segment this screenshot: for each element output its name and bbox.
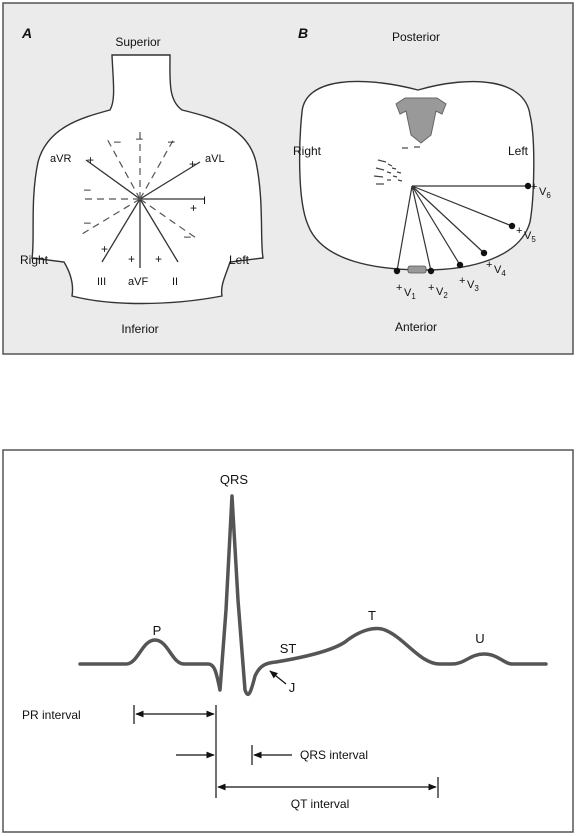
axis-ii [139,198,179,263]
label-right-b: Right [293,144,322,158]
sign-v6-plus: + [531,181,537,193]
lead-label-avl: aVL [205,153,225,165]
figure-b: B Posterior [293,25,551,334]
panel-label-a: A [21,25,32,41]
axis-v4 [411,185,485,254]
precordial-lead-axes [396,185,528,272]
lead-label-v5: V5 [524,230,536,244]
posterior-dash-marks [373,146,420,185]
lead-label-ii: II [172,276,178,288]
figure-a: A Superior aVR aVL I III aVF II [20,25,264,336]
wave-label-st: ST [280,641,297,656]
electrode-v5 [508,222,516,230]
wave-label-j: J [289,680,296,695]
sign-avf-plus: + [128,252,135,266]
axis-avr [85,159,141,200]
axis-v1 [396,185,413,272]
negative-lead-axes [80,132,197,239]
wave-labels: QRS P ST T U J [153,472,485,695]
label-right-a: Right [20,253,49,267]
sternum [407,265,427,274]
precordial-labels: + V1 + V2 + V3 + V4 + V5 + V6 [396,181,551,301]
lead-label-v4: V4 [494,264,506,278]
panel-label-b: B [298,25,308,41]
lead-axes-panel: A Superior aVR aVL I III aVF II [2,2,574,355]
label-left-a: Left [229,253,250,267]
sign-minus-top-center: – [136,131,143,145]
sign-v4-plus: + [486,259,492,271]
sign-v5-plus: + [516,225,522,237]
sign-minus-left: – [84,182,91,196]
sign-v2-plus: + [428,282,434,294]
axis-iii [101,198,141,263]
sign-minus-lower-right: – [184,229,191,243]
ecg-trace [78,494,548,697]
qrs-interval-label: QRS interval [300,748,368,762]
spine-vertebra [395,97,447,144]
lead-label-v1: V1 [404,287,416,301]
axis-v2 [411,185,432,272]
electrode-v2 [427,267,435,275]
axis-v5 [411,185,513,227]
label-inferior: Inferior [121,322,158,336]
ecg-waveform-panel: QRS P ST T U J PR interval QRS interval … [2,449,574,833]
sign-ii-plus: + [155,252,162,266]
lead-label-avr: aVR [50,153,71,165]
label-posterior: Posterior [392,30,440,44]
chest-cross-section [298,80,535,271]
axis-v3 [411,185,461,266]
lead-label-i: I [203,195,206,207]
sign-avr-plus: + [87,153,94,167]
wave-label-qrs: QRS [220,472,249,487]
interval-reference-ticks [133,705,439,798]
torso-outline [31,54,264,305]
wave-label-u: U [475,631,484,646]
lead-label-avf: aVF [128,276,148,288]
wave-label-t: T [368,608,376,623]
electrode-v1 [393,267,401,275]
j-point-arrow [269,670,287,685]
limb-lead-axes [85,159,205,268]
sign-minus-top-left: – [114,134,121,148]
electrode-v6 [524,182,532,190]
sign-i-plus: + [190,201,197,215]
pr-interval-label: PR interval [22,708,81,722]
panel-border [2,449,574,833]
wave-label-p: P [153,623,162,638]
axis-avl [139,161,201,200]
sign-minus-top-right: – [168,134,175,148]
label-anterior: Anterior [395,320,437,334]
lead-label-v6: V6 [539,186,551,200]
lead-label-iii: III [97,276,106,288]
sign-avl-plus: + [189,157,196,171]
electrode-dots [393,182,532,275]
sign-v3-plus: + [459,275,465,287]
lead-label-v2: V2 [436,286,448,300]
lead-label-v3: V3 [467,279,479,293]
label-superior: Superior [115,35,160,49]
electrode-v3 [456,261,464,269]
polarity-signs: + + + + + + – – – – – – [84,131,197,266]
qt-interval-label: QT interval [291,797,349,811]
sign-v1-plus: + [396,282,402,294]
sign-iii-plus: + [101,242,108,256]
sign-minus-lower-left: – [84,215,91,229]
label-left-b: Left [508,144,529,158]
electrode-v4 [480,249,488,257]
